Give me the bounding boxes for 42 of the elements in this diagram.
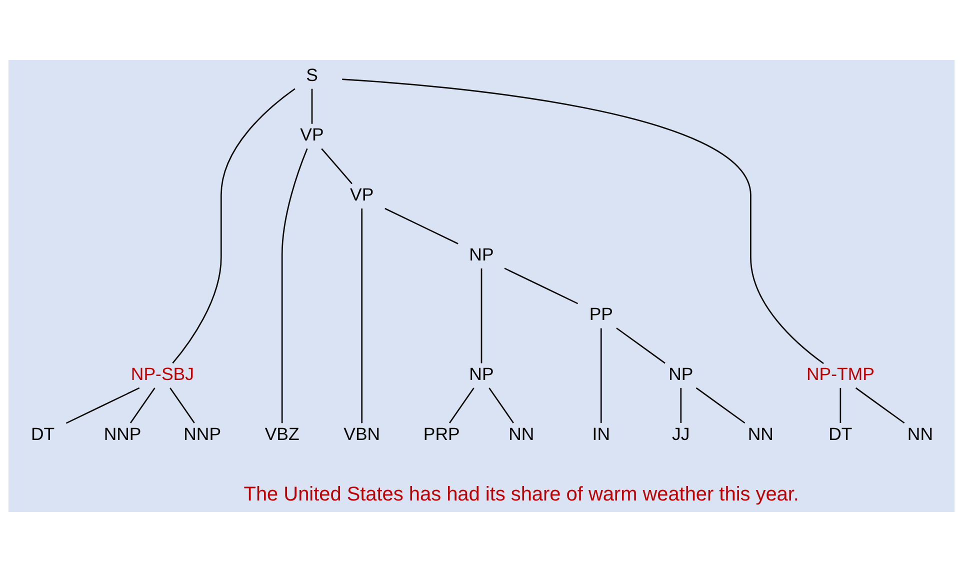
node-text: IN bbox=[592, 424, 610, 444]
connector bbox=[600, 328, 602, 424]
node-text: DT bbox=[30, 424, 55, 444]
node-text: VBN bbox=[344, 424, 380, 444]
node-text: NN bbox=[748, 424, 774, 444]
connector bbox=[488, 388, 514, 424]
connector bbox=[311, 88, 313, 124]
node-text: NP-SBJ bbox=[130, 364, 194, 384]
connector bbox=[342, 78, 824, 364]
node-text: DT bbox=[828, 424, 852, 444]
node-text: NNP bbox=[104, 424, 142, 444]
node-text: VP bbox=[350, 184, 374, 204]
node-text: VBZ bbox=[264, 424, 300, 444]
connector bbox=[480, 268, 482, 364]
node-text: NP-TMP bbox=[806, 364, 874, 384]
node-text: NP bbox=[469, 364, 494, 384]
connector bbox=[130, 388, 156, 424]
node-text: JJ bbox=[672, 424, 690, 444]
node-text: NP bbox=[469, 244, 494, 264]
connector bbox=[680, 388, 682, 423]
node-text: NN bbox=[907, 424, 934, 444]
connector bbox=[840, 388, 842, 423]
connector bbox=[321, 148, 352, 184]
node-text: NP bbox=[668, 364, 694, 384]
node-text: PRP bbox=[423, 424, 460, 444]
connector bbox=[66, 387, 140, 424]
node-text: S bbox=[306, 64, 318, 85]
connector bbox=[616, 328, 666, 364]
connector bbox=[855, 387, 905, 424]
node-text: VP bbox=[300, 124, 324, 145]
connector bbox=[170, 388, 195, 424]
connector bbox=[696, 387, 746, 424]
connector bbox=[504, 268, 578, 304]
connector bbox=[172, 88, 296, 364]
node-text: PP bbox=[589, 304, 613, 324]
connector bbox=[281, 148, 308, 424]
node-text: NNP bbox=[184, 424, 222, 444]
connector bbox=[384, 208, 458, 244]
connector bbox=[361, 208, 363, 424]
node-text: NN bbox=[508, 424, 534, 444]
label: The United States has had its share of warm weather this year. bbox=[244, 483, 799, 506]
connector bbox=[449, 388, 474, 424]
